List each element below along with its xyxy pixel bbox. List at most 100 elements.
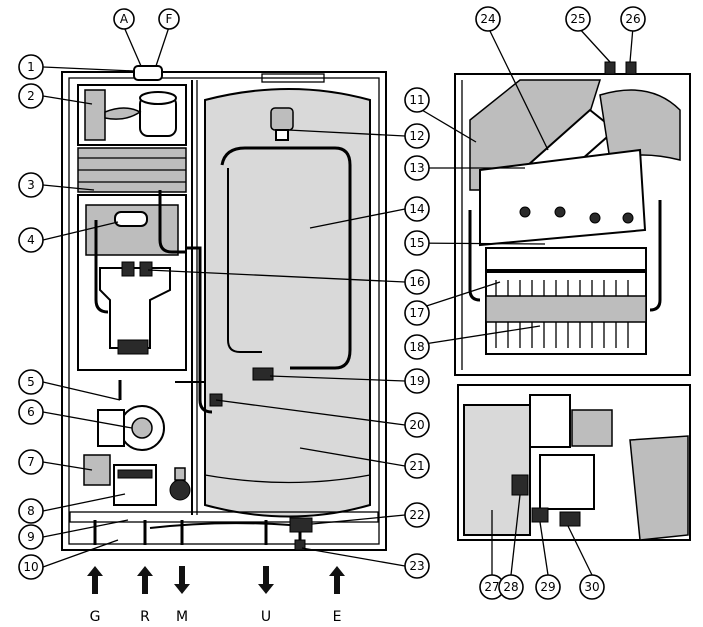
side-gas-valve: [539, 454, 595, 510]
callout-f-label: F: [166, 12, 173, 26]
callout-19-label: 19: [409, 374, 424, 388]
callout-5-label: 5: [27, 375, 35, 389]
callout-7: 7: [18, 449, 44, 475]
callout-27-label: 27: [484, 580, 499, 594]
pump-housing: [97, 409, 125, 447]
callout-11-label: 11: [409, 93, 424, 107]
callout-24-label: 24: [480, 12, 495, 26]
callout-14-label: 14: [409, 202, 424, 216]
callout-9-label: 9: [27, 530, 35, 544]
callout-a: A: [113, 8, 135, 30]
connection-g: G: [87, 566, 103, 625]
connection-arrows: G R M U E: [87, 566, 345, 625]
tank-charge-valve: [252, 367, 274, 381]
callout-1-label: 1: [27, 60, 35, 74]
control-box: [629, 435, 689, 541]
side-pump: [529, 394, 571, 448]
callout-2: 2: [18, 83, 44, 109]
callout-4: 4: [18, 227, 44, 253]
callout-30: 30: [579, 574, 605, 600]
leader-29: [539, 521, 549, 576]
electrode-lead: [94, 220, 109, 314]
leader-20: [215, 399, 406, 426]
safety-valve-cap: [174, 467, 186, 481]
leader-1: [42, 66, 135, 72]
leader-7: [42, 461, 93, 471]
callout-3-label: 3: [27, 178, 35, 192]
callout-25-label: 25: [570, 12, 585, 26]
filling-tap: [289, 517, 313, 533]
tank-pipe-loop: [220, 146, 352, 370]
casing-outer: [61, 71, 387, 551]
side-expansion-vessel: [463, 404, 531, 536]
gas-outlet-test-point: [531, 507, 549, 523]
callout-23-label: 23: [409, 559, 424, 573]
callout-20-label: 20: [409, 418, 424, 432]
callout-15-label: 15: [409, 236, 424, 250]
connection-m: M: [174, 566, 190, 625]
flow-pipe-side: [186, 246, 213, 414]
callout-1: 1: [18, 54, 44, 80]
leader-12: [287, 129, 406, 137]
callout-30-label: 30: [584, 580, 599, 594]
ignition-electrode: [121, 261, 135, 277]
leader-16: [147, 269, 406, 283]
sight-glass: [114, 211, 148, 227]
leader-24: [487, 26, 549, 151]
tank-pipe-return: [227, 168, 262, 353]
leader-6: [42, 411, 133, 429]
callout-20: 20: [404, 412, 430, 438]
leader-3: [42, 184, 95, 191]
tank-valve-stem: [275, 129, 289, 141]
callout-16-label: 16: [409, 275, 424, 289]
fan-motor: [84, 89, 106, 141]
callout-3: 3: [18, 172, 44, 198]
callout-a-label: A: [120, 12, 129, 26]
fan-wires: [104, 107, 142, 120]
callout-13-label: 13: [409, 161, 424, 175]
side-pipe-left: [468, 210, 481, 302]
flow-pipe-top: [158, 190, 185, 254]
callout-22: 22: [404, 502, 430, 528]
leader-5: [42, 381, 121, 401]
safety-valve: [169, 479, 191, 501]
flue-outlet: [133, 65, 163, 81]
callout-6: 6: [18, 399, 44, 425]
arrow-down-icon: [174, 566, 190, 594]
leader-21: [299, 447, 406, 467]
tank-air-valve: [270, 107, 294, 131]
tank-seam: [204, 474, 371, 484]
callout-24: 24: [475, 6, 501, 32]
callout-29: 29: [535, 574, 561, 600]
callout-26-label: 26: [625, 12, 640, 26]
side-pump-motor: [571, 409, 613, 447]
fan-hood: [479, 148, 647, 247]
burner-manifold-side: [485, 295, 647, 323]
hood-screw-2: [554, 206, 566, 218]
burner: [99, 267, 171, 349]
side-view: [454, 61, 691, 541]
callouts: A F 1 2 3 4 5 6 7 8 9 10 11 12 13 14 15 …: [18, 6, 646, 600]
callout-23: 23: [404, 553, 430, 579]
leader-8: [42, 493, 126, 512]
side-casing-lower: [457, 384, 691, 541]
callout-9: 9: [18, 524, 44, 550]
drain-cock: [294, 539, 306, 551]
callout-7-label: 7: [27, 455, 35, 469]
connection-e-label: E: [333, 609, 342, 625]
side-pipe-right: [649, 200, 662, 312]
arrow-up-icon: [329, 566, 345, 594]
flue-test-point-1: [604, 61, 616, 75]
callout-11: 11: [404, 87, 430, 113]
arrow-up-icon: [87, 566, 103, 594]
callout-25: 25: [565, 6, 591, 32]
leader-26: [629, 26, 634, 63]
callout-f: F: [158, 8, 180, 30]
callout-21-label: 21: [409, 459, 424, 473]
callout-17-label: 17: [409, 306, 424, 320]
connection-r-label: R: [140, 609, 150, 625]
gas-cock: [559, 511, 581, 527]
leader-f: [155, 26, 170, 67]
leader-a: [123, 26, 142, 67]
leader-14: [309, 208, 406, 229]
